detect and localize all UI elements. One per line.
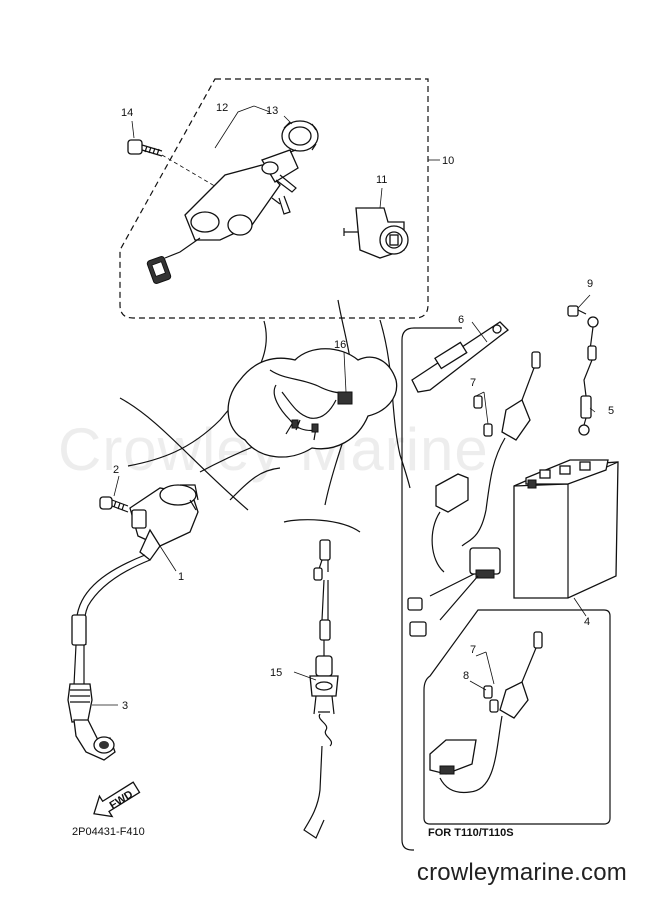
callout-15: 15	[270, 667, 282, 679]
callout-7b: 7	[470, 644, 476, 656]
callout-11: 11	[376, 174, 387, 186]
callout-6: 6	[458, 314, 464, 326]
callout-1: 1	[178, 571, 184, 583]
callout-2: 2	[113, 464, 119, 476]
callout-10: 10	[442, 155, 454, 167]
plug-cap-part-3	[67, 683, 116, 761]
callout-4: 4	[584, 616, 590, 628]
neutral-switch-part-15	[303, 655, 339, 839]
nut-part-13	[281, 120, 319, 153]
battery-panel-group	[401, 294, 619, 851]
relay	[407, 473, 501, 637]
key-switch-group	[119, 78, 440, 319]
battery-band-part-6	[411, 321, 509, 393]
fuse-holder	[461, 351, 541, 547]
battery-panel-border	[401, 327, 462, 851]
battery-part-4	[513, 459, 619, 599]
harness-frame-group	[119, 299, 411, 511]
site-footer: crowleymarine.com	[416, 859, 627, 886]
callout-9: 9	[587, 278, 593, 290]
battery-lead-part-5	[578, 316, 599, 436]
variant-note: FOR T110/T110S	[428, 827, 514, 839]
callout-3: 3	[122, 700, 128, 712]
drawing-code: 2P04431-F410	[72, 826, 145, 838]
ignition-coil-part-1	[75, 484, 199, 646]
bolt-part-9	[567, 305, 587, 317]
variant-box	[423, 609, 611, 825]
switch-part-11	[343, 207, 409, 259]
callout-12: 12	[216, 102, 228, 114]
key-switch-part-12	[146, 149, 299, 285]
callout-5: 5	[608, 405, 614, 417]
fwd-arrow-icon	[93, 781, 141, 818]
callout-16: 16	[334, 339, 346, 351]
callout-14: 14	[121, 107, 133, 119]
neutral-switch-group	[283, 519, 361, 839]
ignition-coil-group	[67, 475, 199, 761]
callout-7: 7	[470, 377, 476, 389]
callout-8: 8	[463, 670, 469, 682]
bolt-part-2	[99, 496, 129, 513]
dashed-group-border	[119, 78, 429, 319]
callout-13: 13	[266, 105, 278, 117]
